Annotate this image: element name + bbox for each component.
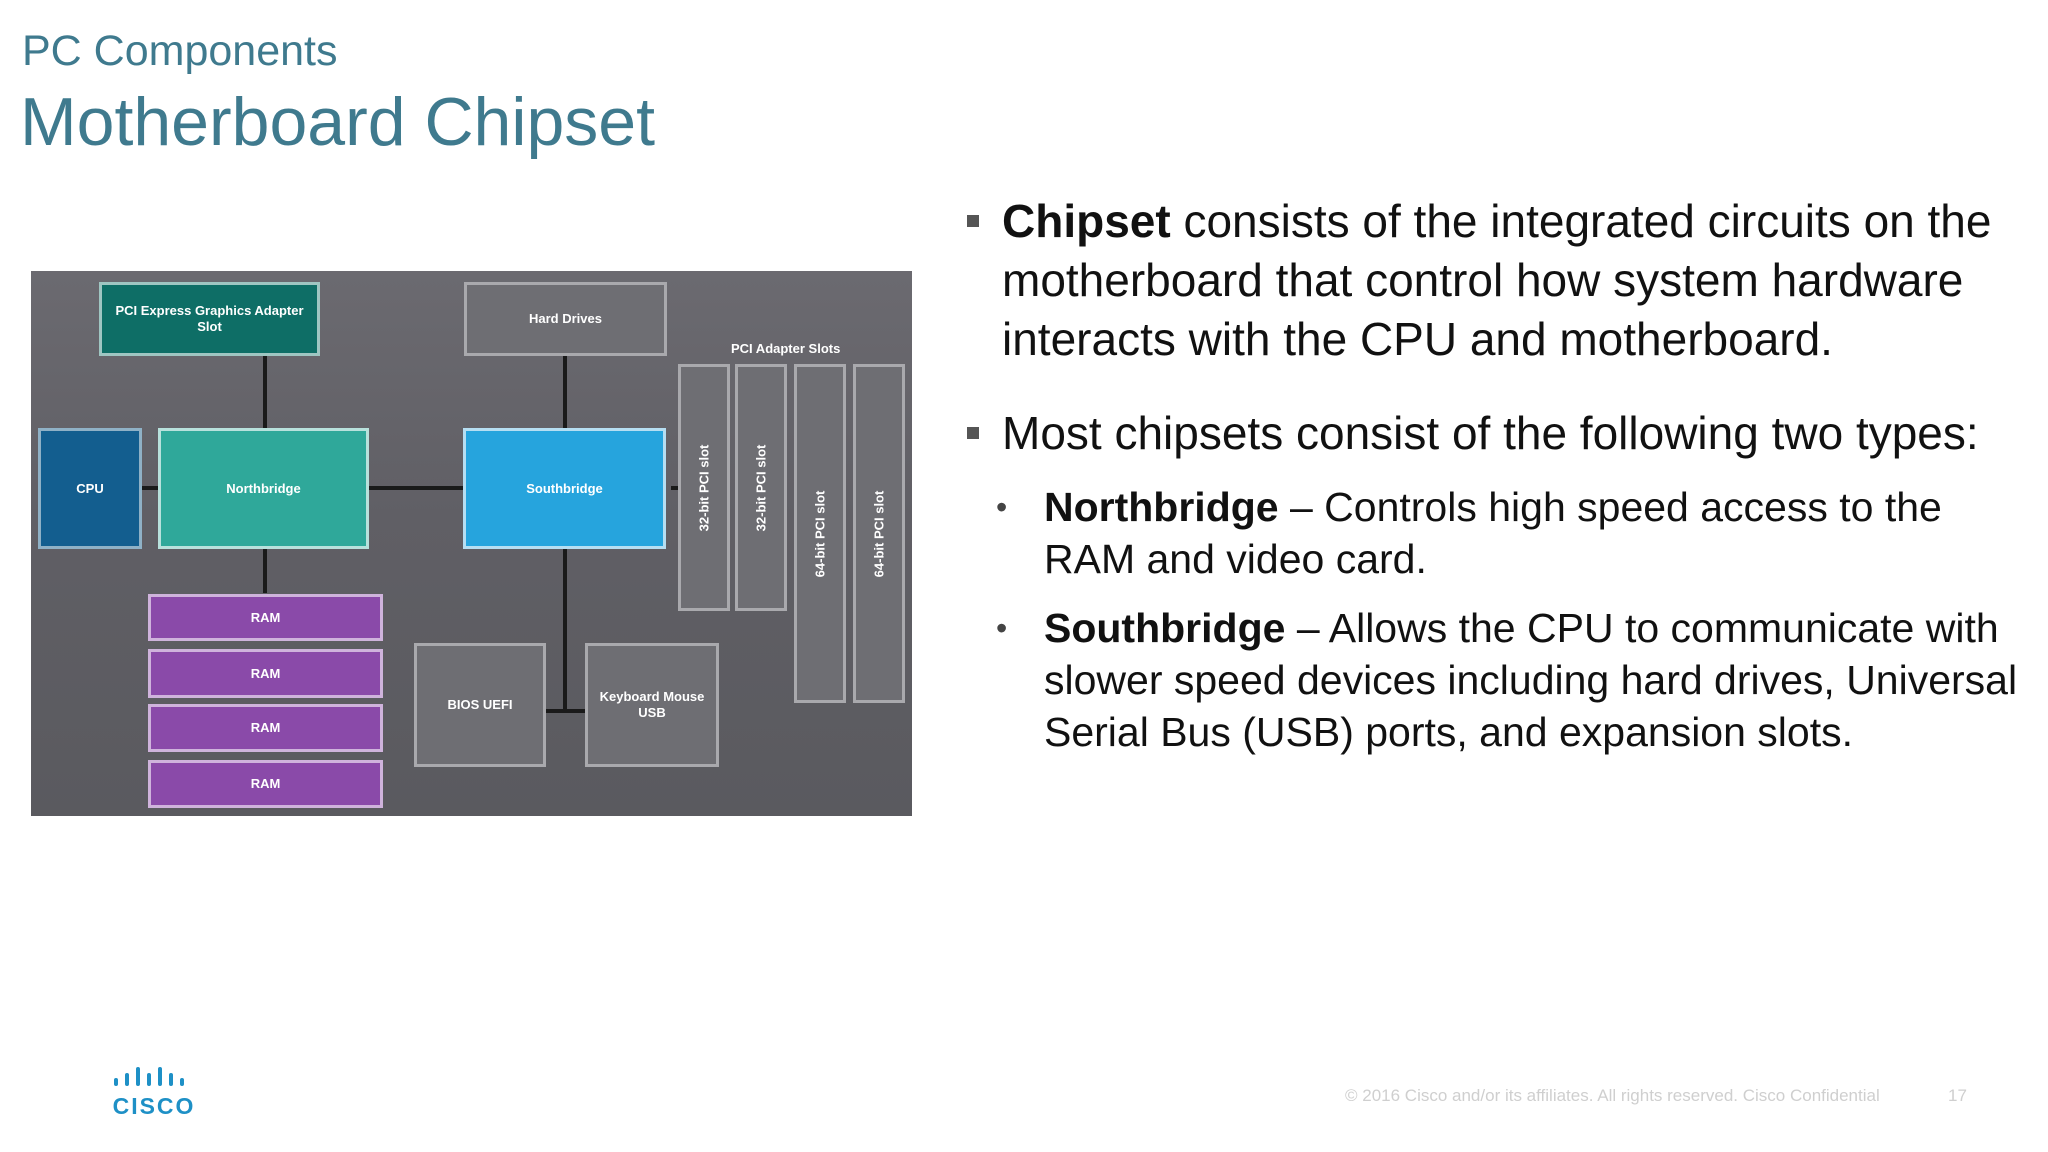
southbridge-block: Southbridge (463, 428, 666, 549)
southbridge-definition: – Allows the CPU to communicate with slo… (1044, 605, 2018, 755)
bullet-chipset: Chipset consists of the integrated circu… (960, 192, 2020, 369)
pci-slot-1: 32-bit PCI slot (678, 364, 730, 611)
pci-slot-4: 64-bit PCI slot (853, 364, 905, 703)
chipset-definition: consists of the integrated circuits on t… (1002, 195, 1992, 365)
chipset-diagram: PCI Express Graphics Adapter Slot Hard D… (31, 271, 912, 816)
cisco-logo: CISCO (112, 1066, 202, 1119)
pci-slot-2: 32-bit PCI slot (735, 364, 787, 611)
pci-express-graphics-slot: PCI Express Graphics Adapter Slot (99, 282, 320, 356)
northbridge-block: Northbridge (158, 428, 369, 549)
pci-slot-1-label: 32-bit PCI slot (696, 444, 712, 531)
cpu-block: CPU (38, 428, 142, 549)
keyboard-mouse-usb-block: Keyboard Mouse USB (585, 643, 719, 767)
bullet-chipset-types: Most chipsets consist of the following t… (960, 404, 2020, 463)
cisco-bars-icon (114, 1067, 184, 1086)
round-bullet-icon: • (996, 610, 1008, 646)
content-text: Chipset consists of the integrated circu… (960, 192, 2020, 775)
term-southbridge: Southbridge (1044, 605, 1286, 651)
hard-drives-block: Hard Drives (464, 282, 667, 356)
pci-slot-4-label: 64-bit PCI slot (871, 490, 887, 577)
pci-slot-3: 64-bit PCI slot (794, 364, 846, 703)
ram-block-2: RAM (148, 649, 383, 698)
square-bullet-icon (967, 427, 979, 439)
term-chipset: Chipset (1002, 195, 1171, 247)
cisco-logo-text: CISCO (112, 1093, 196, 1119)
ram-block-1: RAM (148, 594, 383, 641)
square-bullet-icon (967, 215, 979, 227)
ram-block-3: RAM (148, 704, 383, 752)
slide-subtitle: PC Components (22, 27, 338, 75)
page-number: 17 (1948, 1086, 1967, 1105)
ram-block-4: RAM (148, 760, 383, 808)
pci-adapter-slots-label: PCI Adapter Slots (731, 341, 841, 356)
round-bullet-icon: • (996, 489, 1008, 525)
connector-lines (141, 354, 679, 713)
keyboard-mouse-label: Keyboard Mouse (599, 689, 705, 705)
copyright-footer: © 2016 Cisco and/or its affiliates. All … (1345, 1086, 1880, 1105)
bullet-southbridge: • Southbridge – Allows the CPU to commun… (960, 602, 2020, 758)
chipset-types-text: Most chipsets consist of the following t… (1002, 407, 1979, 459)
northbridge-definition: – Controls high speed access to the RAM … (1044, 484, 1942, 582)
bios-uefi-block: BIOS UEFI (414, 643, 546, 767)
slide-title: Motherboard Chipset (20, 84, 656, 160)
usb-label: USB (638, 705, 666, 720)
pci-slot-3-label: 64-bit PCI slot (812, 490, 828, 577)
bullet-northbridge: • Northbridge – Controls high speed acce… (960, 481, 2020, 585)
term-northbridge: Northbridge (1044, 484, 1279, 530)
pci-slot-2-label: 32-bit PCI slot (753, 444, 769, 531)
